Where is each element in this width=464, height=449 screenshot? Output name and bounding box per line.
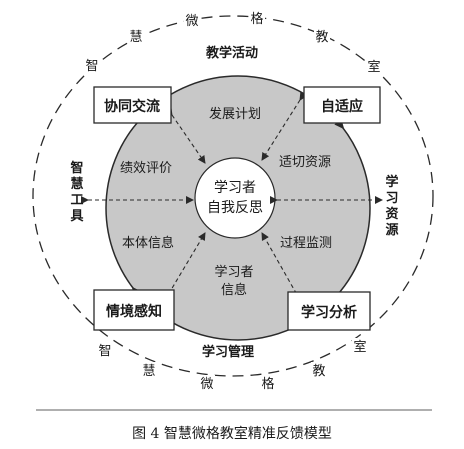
outer-top-char-5: 教 [315,29,328,45]
label-benti-xinxi: 本体信息 [122,235,174,251]
outer-bottom-char-1: 智 [98,344,111,359]
arrow-top-left [164,106,206,164]
outer-bottom-char-5: 教 [312,363,325,379]
outer-top-char-2: 慧 [129,29,142,45]
center-label-2: 自我反思 [207,200,263,216]
label-fazhan-jihua: 发展计划 [209,106,261,122]
box-top-left-label: 协同交流 [104,98,160,115]
outer-top-char-3: 微 [185,14,198,29]
label-guocheng-jiance: 过程监测 [280,236,332,251]
outer-ring-top: 智 慧 微 格 教 室 [84,10,382,75]
arrow-bottom-right [261,232,307,309]
center-circle [194,157,276,239]
side-top-label: 教学活动 [205,45,258,61]
caption: 图 4 智慧微格教室精准反馈模型 [132,425,332,442]
side-bottom-label: 学习管理 [202,344,254,360]
outer-bottom-char-4: 格 [261,376,274,392]
label-shiqie-ziyuan: 适切资源 [279,155,331,170]
side-left-label: 智 慧 工 具 [70,160,83,224]
outer-bottom-char-6: 室 [353,339,366,355]
outer-top-char-1: 智 [85,59,98,74]
label-xuexizhe-xinxi-1: 学习者 [214,264,253,280]
arrow-top-right [261,91,308,161]
box-top-right-label: 自适应 [321,98,363,115]
label-jixiao-pingjia: 绩效评价 [120,161,172,176]
side-left-char-2: 慧 [70,176,83,192]
side-right-label: 学 习 资 源 [385,174,398,238]
outer-ring-bottom: 智 慧 微 格 教 室 [97,338,368,392]
box-bottom-right: 学习分析 [287,291,371,331]
dashed-arrows [81,91,383,309]
side-right-char-2: 习 [385,191,398,206]
center-label-1: 学习者 [214,180,256,196]
side-left-char-4: 具 [70,209,83,224]
outer-top-char-4: 格 [250,11,263,27]
box-bottom-right-label: 学习分析 [301,304,357,321]
side-left-char-1: 智 [70,160,83,176]
side-right-char-3: 资 [385,206,398,222]
outer-top-char-6: 室 [367,59,380,75]
side-right-char-1: 学 [385,174,398,190]
arrow-bottom-left [157,232,206,309]
side-right-char-4: 源 [385,222,398,238]
box-bottom-left: 情境感知 [93,289,175,331]
side-left-char-3: 工 [70,193,83,208]
outer-bottom-char-2: 慧 [142,363,155,379]
label-xuexizhe-xinxi-2: 信息 [221,282,247,298]
outer-dashed-ring [32,15,434,377]
box-top-left: 协同交流 [93,86,172,124]
box-bottom-left-label: 情境感知 [106,303,162,320]
box-top-right: 自适应 [303,86,381,124]
outer-bottom-char-3: 微 [200,377,213,392]
